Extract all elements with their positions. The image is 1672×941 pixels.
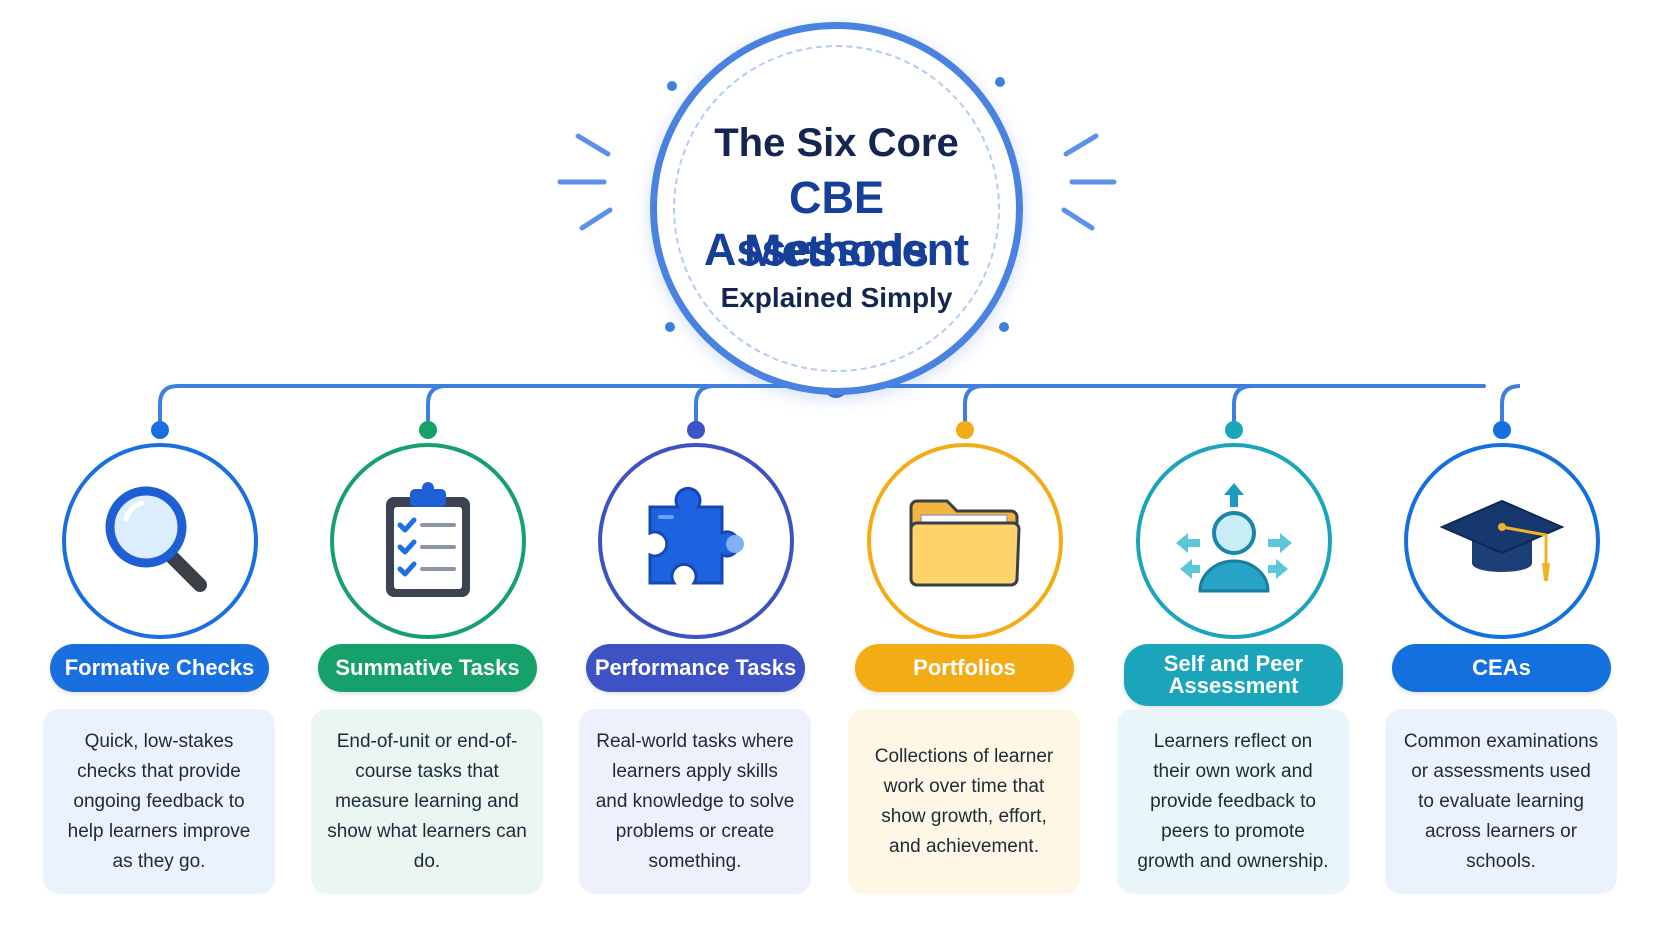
connector-dot	[687, 421, 705, 439]
connector-dot	[956, 421, 974, 439]
method-icon-circle	[867, 443, 1063, 639]
hub-title-line-3: Methods	[744, 225, 929, 276]
method-label-pill: Self and Peer Assessment	[1124, 644, 1343, 706]
connector-dot	[151, 421, 169, 439]
decorative-dot	[995, 77, 1005, 87]
central-title-circle: The Six Core CBE Assessment Methods Expl…	[650, 22, 1023, 395]
clipboard-checklist-icon	[386, 482, 470, 597]
method-description-card: Quick, low-stakes checks that provide on…	[43, 709, 275, 894]
method-label-pill: Performance Tasks	[586, 644, 805, 692]
method-label-pill: Summative Tasks	[318, 644, 537, 692]
decorative-ray	[1063, 133, 1099, 157]
decorative-ray	[579, 207, 613, 231]
method-icon-circle	[1136, 443, 1332, 639]
decorative-dot	[667, 81, 677, 91]
person-arrows-icon	[1176, 483, 1292, 593]
hub-subtitle: Explained Simply	[720, 282, 953, 313]
connector-branch	[158, 384, 179, 428]
decorative-dot	[665, 322, 675, 332]
connector-branch	[1232, 384, 1253, 428]
connector-branch	[1500, 384, 1521, 428]
connector-dot	[1225, 421, 1243, 439]
puzzle-piece-icon	[648, 486, 744, 585]
connector-branch	[426, 384, 447, 428]
hub-title-line-2: CBE Assessment	[703, 172, 970, 275]
method-description-card: Real-world tasks where learners apply sk…	[579, 709, 811, 894]
decorative-ray	[575, 133, 611, 157]
method-description-card: Learners reflect on their own work and p…	[1117, 709, 1349, 894]
method-description-card: Common examinations or assessments used …	[1385, 709, 1617, 894]
method-icon-circle	[598, 443, 794, 639]
decorative-ray	[1061, 207, 1095, 231]
connector-branch	[694, 384, 715, 428]
method-icon-circle	[330, 443, 526, 639]
method-description-card: Collections of learner work over time th…	[848, 709, 1080, 894]
connector-dot	[1493, 421, 1511, 439]
connector-dot	[419, 421, 437, 439]
folder-icon	[909, 499, 1021, 587]
method-label-pill: Portfolios	[855, 644, 1074, 692]
method-icon-circle	[1404, 443, 1600, 639]
magnifying-glass-icon	[105, 486, 207, 592]
method-label-pill: Formative Checks	[50, 644, 269, 692]
graduation-cap-icon	[1439, 499, 1565, 581]
method-icon-circle	[62, 443, 258, 639]
method-description-card: End-of-unit or end-of-course tasks that …	[311, 709, 543, 894]
method-label-pill: CEAs	[1392, 644, 1611, 692]
hub-title-line-1: The Six Core	[714, 121, 959, 165]
decorative-dot	[999, 322, 1009, 332]
connector-branch	[963, 384, 984, 428]
